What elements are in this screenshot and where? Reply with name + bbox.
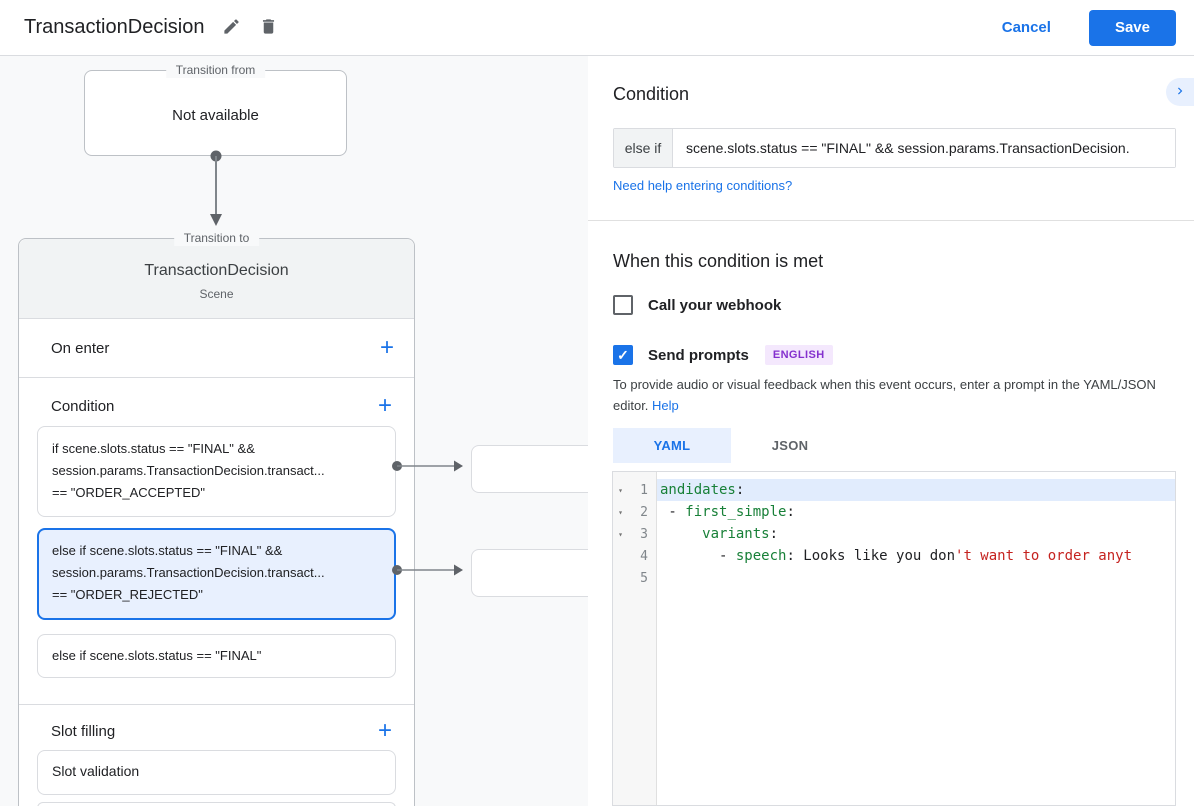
webhook-label: Call your webhook xyxy=(648,296,782,314)
on-enter-section: On enter + xyxy=(19,319,414,378)
code-line-text: - first_simple: xyxy=(660,504,795,520)
condition-text: session.params.TransactionDecision.trans… xyxy=(52,463,325,478)
pencil-icon xyxy=(222,17,241,39)
transition-from-value: Not available xyxy=(172,107,259,124)
code-line[interactable]: 5 xyxy=(613,567,1175,589)
save-button[interactable]: Save xyxy=(1088,9,1176,46)
connector-arrow-icon xyxy=(392,564,463,576)
slot-validation-card[interactable]: Slot validation xyxy=(37,750,396,795)
delete-scene-button[interactable] xyxy=(255,13,282,43)
transition-target-box[interactable] xyxy=(471,445,588,493)
collapse-panel-button[interactable] xyxy=(1166,78,1194,106)
condition-expression-input[interactable] xyxy=(673,129,1175,167)
on-enter-label: On enter xyxy=(51,339,110,357)
cancel-button[interactable]: Cancel xyxy=(1001,19,1051,36)
condition-text: else if scene.slots.status == "FINAL" && xyxy=(52,543,283,558)
condition-card-final[interactable]: else if scene.slots.status == "FINAL" xyxy=(37,634,396,678)
scene-name: TransactionDecision xyxy=(144,262,289,279)
condition-section-label: Condition xyxy=(51,397,115,415)
webhook-row: Call your webhook xyxy=(613,295,781,315)
code-line-text: variants: xyxy=(702,526,779,542)
language-badge: ENGLISH xyxy=(764,345,833,365)
condition-section: Condition + if scene.slots.status == "FI… xyxy=(19,378,414,705)
code-line-text: andidates: xyxy=(657,479,1175,501)
flow-down-arrow-icon xyxy=(210,150,222,226)
condition-text: if scene.slots.status == "FINAL" && xyxy=(52,441,255,456)
editor-description-text: To provide audio or visual feedback when… xyxy=(613,377,1156,413)
condition-text: == "ORDER_ACCEPTED" xyxy=(52,485,205,500)
condition-prefix-label: else if xyxy=(614,129,673,167)
condition-text: session.params.TransactionDecision.trans… xyxy=(52,565,325,580)
divider xyxy=(588,220,1194,221)
condition-input-group: else if xyxy=(613,128,1176,168)
send-prompts-row: ✓ Send prompts ENGLISH xyxy=(613,345,833,365)
condition-text: == "ORDER_REJECTED" xyxy=(52,587,203,602)
edit-scene-button[interactable] xyxy=(218,13,245,43)
line-number: 5 xyxy=(640,570,648,586)
condition-card-order-accepted[interactable]: if scene.slots.status == "FINAL" && sess… xyxy=(37,426,396,517)
line-number: 2 xyxy=(640,504,648,520)
tab-yaml[interactable]: YAML xyxy=(613,428,731,463)
code-line-text: - speech: Looks like you don't want to o… xyxy=(660,548,1133,564)
line-number: 1 xyxy=(640,482,648,498)
transition-from-box: Transition from Not available xyxy=(84,63,347,156)
editor-description: To provide audio or visual feedback when… xyxy=(613,374,1168,416)
flow-canvas: Transition from Not available Transition… xyxy=(0,56,588,806)
editor-tabs: YAML JSON xyxy=(613,428,849,463)
condition-text: else if scene.slots.status == "FINAL" xyxy=(52,648,262,663)
top-bar: TransactionDecision Cancel Save xyxy=(0,0,1194,56)
slot-filling-section: Slot filling + Slot validation xyxy=(19,705,414,806)
transition-to-legend: Transition to xyxy=(173,231,260,246)
condition-panel: Condition else if Need help entering con… xyxy=(588,56,1194,806)
add-slot-button[interactable]: + xyxy=(374,719,396,743)
conditions-help-link[interactable]: Need help entering conditions? xyxy=(613,178,793,193)
page-title: TransactionDecision xyxy=(24,16,205,38)
scene-card-header: TransactionDecision Scene xyxy=(19,239,414,319)
scene-type-label: Scene xyxy=(199,287,234,301)
check-icon: ✓ xyxy=(617,347,629,363)
transition-target-box[interactable] xyxy=(471,549,588,597)
connector-arrow-icon xyxy=(392,460,463,472)
webhook-checkbox[interactable] xyxy=(613,295,633,315)
send-prompts-label: Send prompts xyxy=(648,346,749,364)
yaml-editor[interactable]: ▾ 1 andidates: ▾ 2 - first_simple: ▾ 3 variant… xyxy=(612,471,1176,806)
code-line[interactable]: ▾ 2 - first_simple: xyxy=(613,501,1175,523)
trash-icon xyxy=(259,17,278,39)
fold-arrow-icon[interactable]: ▾ xyxy=(618,507,623,517)
add-on-enter-button[interactable]: + xyxy=(376,336,398,360)
panel-title: Condition xyxy=(613,84,690,104)
code-line[interactable]: ▾ 3 variants: xyxy=(613,523,1175,545)
partial-card xyxy=(37,802,396,806)
transition-from-legend: Transition from xyxy=(165,63,266,78)
code-line[interactable]: 4 - speech: Looks like you don't want to… xyxy=(613,545,1175,567)
add-condition-button[interactable]: + xyxy=(374,394,396,418)
code-line[interactable]: ▾ 1 andidates: xyxy=(613,479,1175,501)
when-condition-met-title: When this condition is met xyxy=(613,251,824,271)
condition-card-order-rejected-selected[interactable]: else if scene.slots.status == "FINAL" &&… xyxy=(37,528,396,620)
help-link[interactable]: Help xyxy=(652,398,679,413)
line-number: 4 xyxy=(640,548,648,564)
chevron-right-icon xyxy=(1173,84,1187,101)
scene-card: Transition to TransactionDecision Scene … xyxy=(18,231,415,806)
line-number: 3 xyxy=(640,526,648,542)
code-line-text xyxy=(657,567,1175,589)
slot-filling-label: Slot filling xyxy=(51,722,116,740)
fold-arrow-icon[interactable]: ▾ xyxy=(618,485,623,495)
send-prompts-checkbox[interactable]: ✓ xyxy=(613,345,633,365)
fold-arrow-icon[interactable]: ▾ xyxy=(618,529,623,539)
tab-json[interactable]: JSON xyxy=(731,428,849,463)
